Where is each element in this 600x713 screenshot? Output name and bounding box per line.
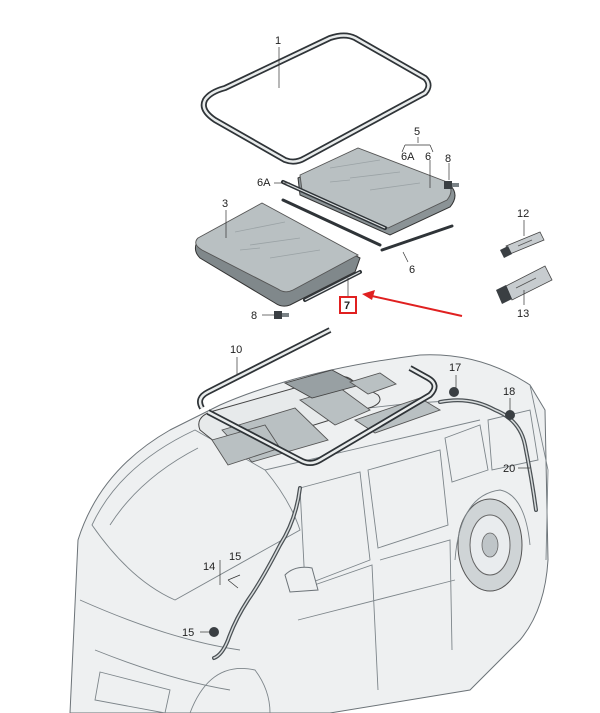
callout-6-top: 6	[425, 151, 431, 163]
callout-12: 12	[517, 208, 529, 220]
callout-8-left: 8	[251, 310, 257, 322]
sunroof-seal-frame	[200, 32, 432, 165]
sealant-tube-small	[500, 231, 545, 258]
callout-5: 5	[414, 126, 420, 138]
highlight-arrow	[362, 290, 463, 317]
callout-6a-left: 6A	[257, 177, 271, 189]
bolt-icon	[274, 311, 289, 319]
front-glass-panel	[194, 202, 361, 307]
vehicle-body	[69, 354, 549, 713]
callout-3: 3	[222, 198, 228, 210]
callout-6-bottom: 6	[409, 264, 415, 276]
callout-15-upper: 15	[229, 551, 241, 563]
callout-18: 18	[503, 386, 515, 398]
highlight-box	[339, 296, 357, 314]
callout-17: 17	[449, 362, 461, 374]
callout-8-top: 8	[445, 153, 451, 165]
roof-opening-seal	[197, 327, 438, 466]
callout-7: 7	[344, 300, 350, 312]
rear-glass-panel	[297, 147, 456, 236]
seal-strips-upper	[281, 180, 454, 252]
callout-20: 20	[503, 463, 515, 475]
bolt-icon	[444, 181, 459, 189]
callout-14: 14	[203, 561, 215, 573]
leader-lines	[200, 47, 530, 633]
callout-1: 1	[275, 35, 281, 47]
callout-10: 10	[230, 344, 242, 356]
callout-13: 13	[517, 308, 529, 320]
seal-strip-7	[303, 270, 362, 302]
sealant-tube-large	[496, 265, 553, 304]
drain-hoses	[209, 387, 538, 660]
callout-15-lower: 15	[182, 627, 194, 639]
callout-6a-top: 6A	[401, 151, 415, 163]
